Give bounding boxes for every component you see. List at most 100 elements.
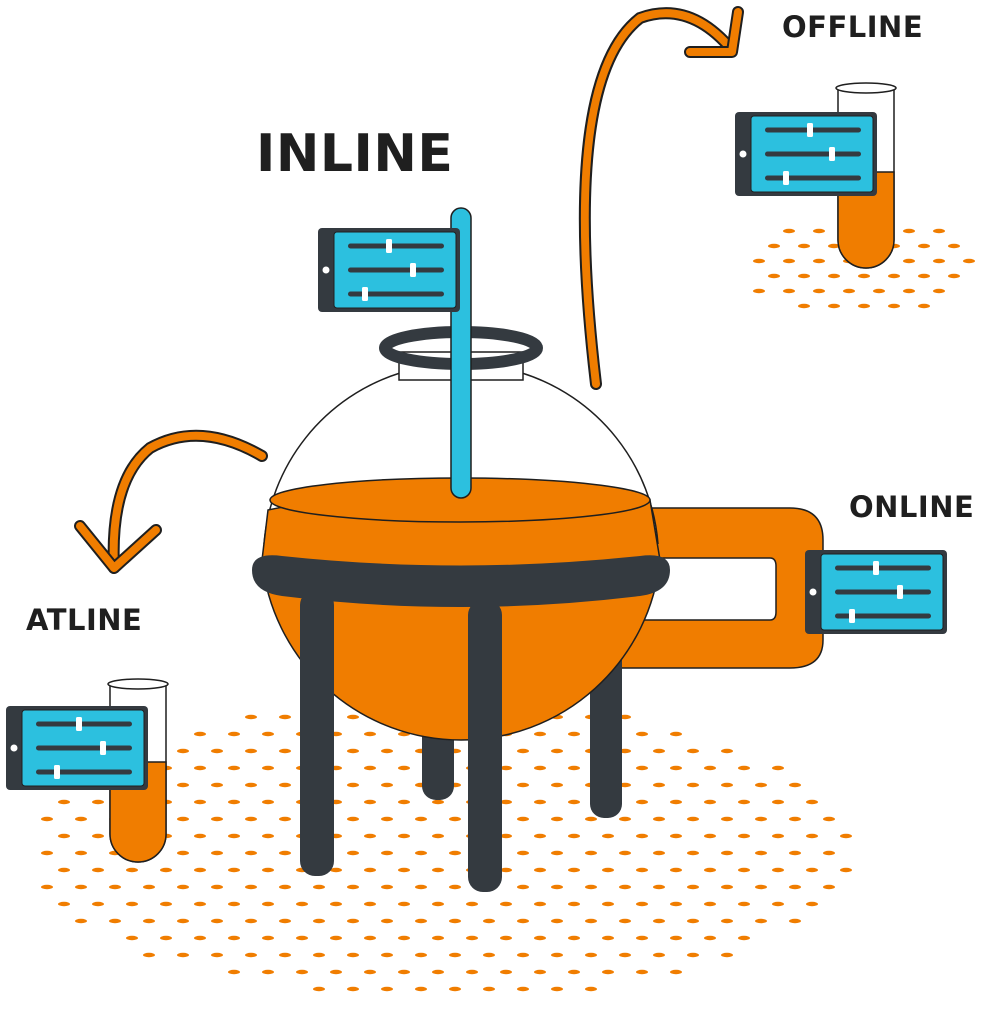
floor-dot [843,288,855,294]
floor-dot [194,731,206,737]
floor-dot [211,782,223,788]
floor-dot [806,799,818,805]
floor-dot [415,816,427,822]
floor-dot [415,986,427,992]
floor-dot [41,850,53,856]
floor-dot [126,901,138,907]
floor-dot [398,833,410,839]
floor-dot [500,833,512,839]
floor-dot [858,273,870,279]
floor-dot [602,969,614,975]
floor-dot [933,228,945,234]
floor-dot [918,243,930,249]
floor-dot [313,986,325,992]
floor-dot [840,867,852,873]
floor-dot [918,273,930,279]
floor-dot [347,986,359,992]
floor-dot [517,850,529,856]
floor-dot [483,918,495,924]
floor-dot [466,901,478,907]
floor-dot [415,884,427,890]
floor-dot [670,935,682,941]
floor-dot [636,799,648,805]
floor-dot [364,969,376,975]
floor-dot [568,935,580,941]
floor-dot [364,731,376,737]
floor-dot [364,867,376,873]
floor-dot [551,816,563,822]
floor-dot [228,901,240,907]
floor-dot [636,833,648,839]
floor-dot [551,782,563,788]
floor-dot [687,884,699,890]
floor-dot [126,935,138,941]
analyzer-tablet-icon [805,550,947,634]
floor-dot [194,833,206,839]
floor-dot [636,867,648,873]
floor-dot [347,884,359,890]
floor-dot [772,833,784,839]
floor-dot [687,952,699,958]
floor-dot [432,935,444,941]
floor-dot [194,867,206,873]
floor-dot [262,833,274,839]
floor-dot [517,986,529,992]
floor-dot [619,918,631,924]
floor-dot [245,884,257,890]
floor-dot [41,816,53,822]
floor-dot [211,918,223,924]
floor-dot [432,833,444,839]
floor-dot [789,782,801,788]
floor-dot [381,748,393,754]
floor-dot [398,867,410,873]
floor-dot [721,952,733,958]
floor-dot [211,748,223,754]
floor-dot [75,850,87,856]
floor-dot [398,901,410,907]
floor-dot [211,952,223,958]
floor-dot [483,986,495,992]
floor-dot [449,816,461,822]
floor-dot [381,816,393,822]
floor-dot [381,952,393,958]
label-offline: OFFLINE [782,10,924,44]
floor-dot [398,969,410,975]
floor-dot [798,303,810,309]
floor-dot [753,288,765,294]
floor-dot [466,969,478,975]
floor-dot [177,850,189,856]
floor-dot [500,867,512,873]
floor-dot [551,850,563,856]
floor-dot [772,765,784,771]
floor-dot [245,714,257,720]
floor-dot [449,986,461,992]
floor-dot [783,258,795,264]
reactor-leg-front-middle [468,600,502,892]
floor-dot [347,782,359,788]
floor-dot [636,969,648,975]
floor-dot [602,901,614,907]
floor-dot [347,816,359,822]
label-online: ONLINE [849,490,975,524]
analyzer-tablet-icon [318,228,460,312]
floor-dot [738,799,750,805]
floor-dot [687,748,699,754]
floor-dot [670,833,682,839]
floor-dot [381,884,393,890]
floor-dot [449,884,461,890]
floor-dot [653,884,665,890]
floor-dot [432,799,444,805]
floor-dot [653,816,665,822]
floor-dot [466,935,478,941]
floor-dot [194,799,206,805]
floor-dot [313,952,325,958]
floor-dot [755,850,767,856]
reactor-support-band [252,555,670,607]
floor-dot [783,288,795,294]
floor-dot [313,918,325,924]
floor-dot [534,731,546,737]
floor-dot [721,918,733,924]
floor-dot [177,816,189,822]
floor-dot [194,935,206,941]
floor-dot [823,850,835,856]
